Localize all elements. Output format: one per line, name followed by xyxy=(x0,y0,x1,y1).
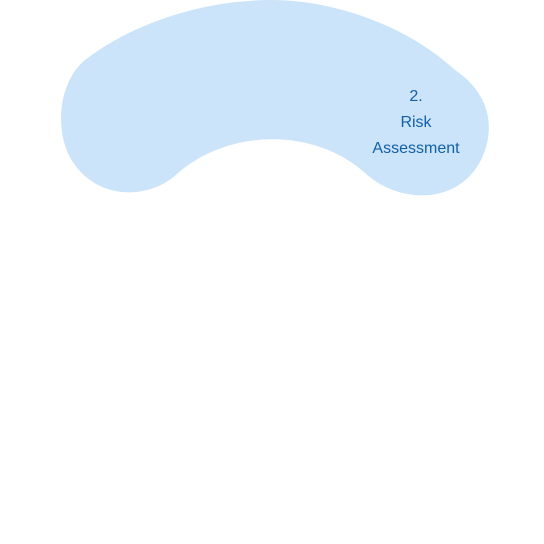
step-2-label: 2. Risk Assessment xyxy=(372,88,460,157)
step-2-arc-segment[interactable] xyxy=(61,0,489,196)
step-2-title-line-1: Risk xyxy=(400,114,432,131)
step-2-title-line-2: Assessment xyxy=(372,140,460,157)
step-2-number: 2. xyxy=(409,88,422,105)
